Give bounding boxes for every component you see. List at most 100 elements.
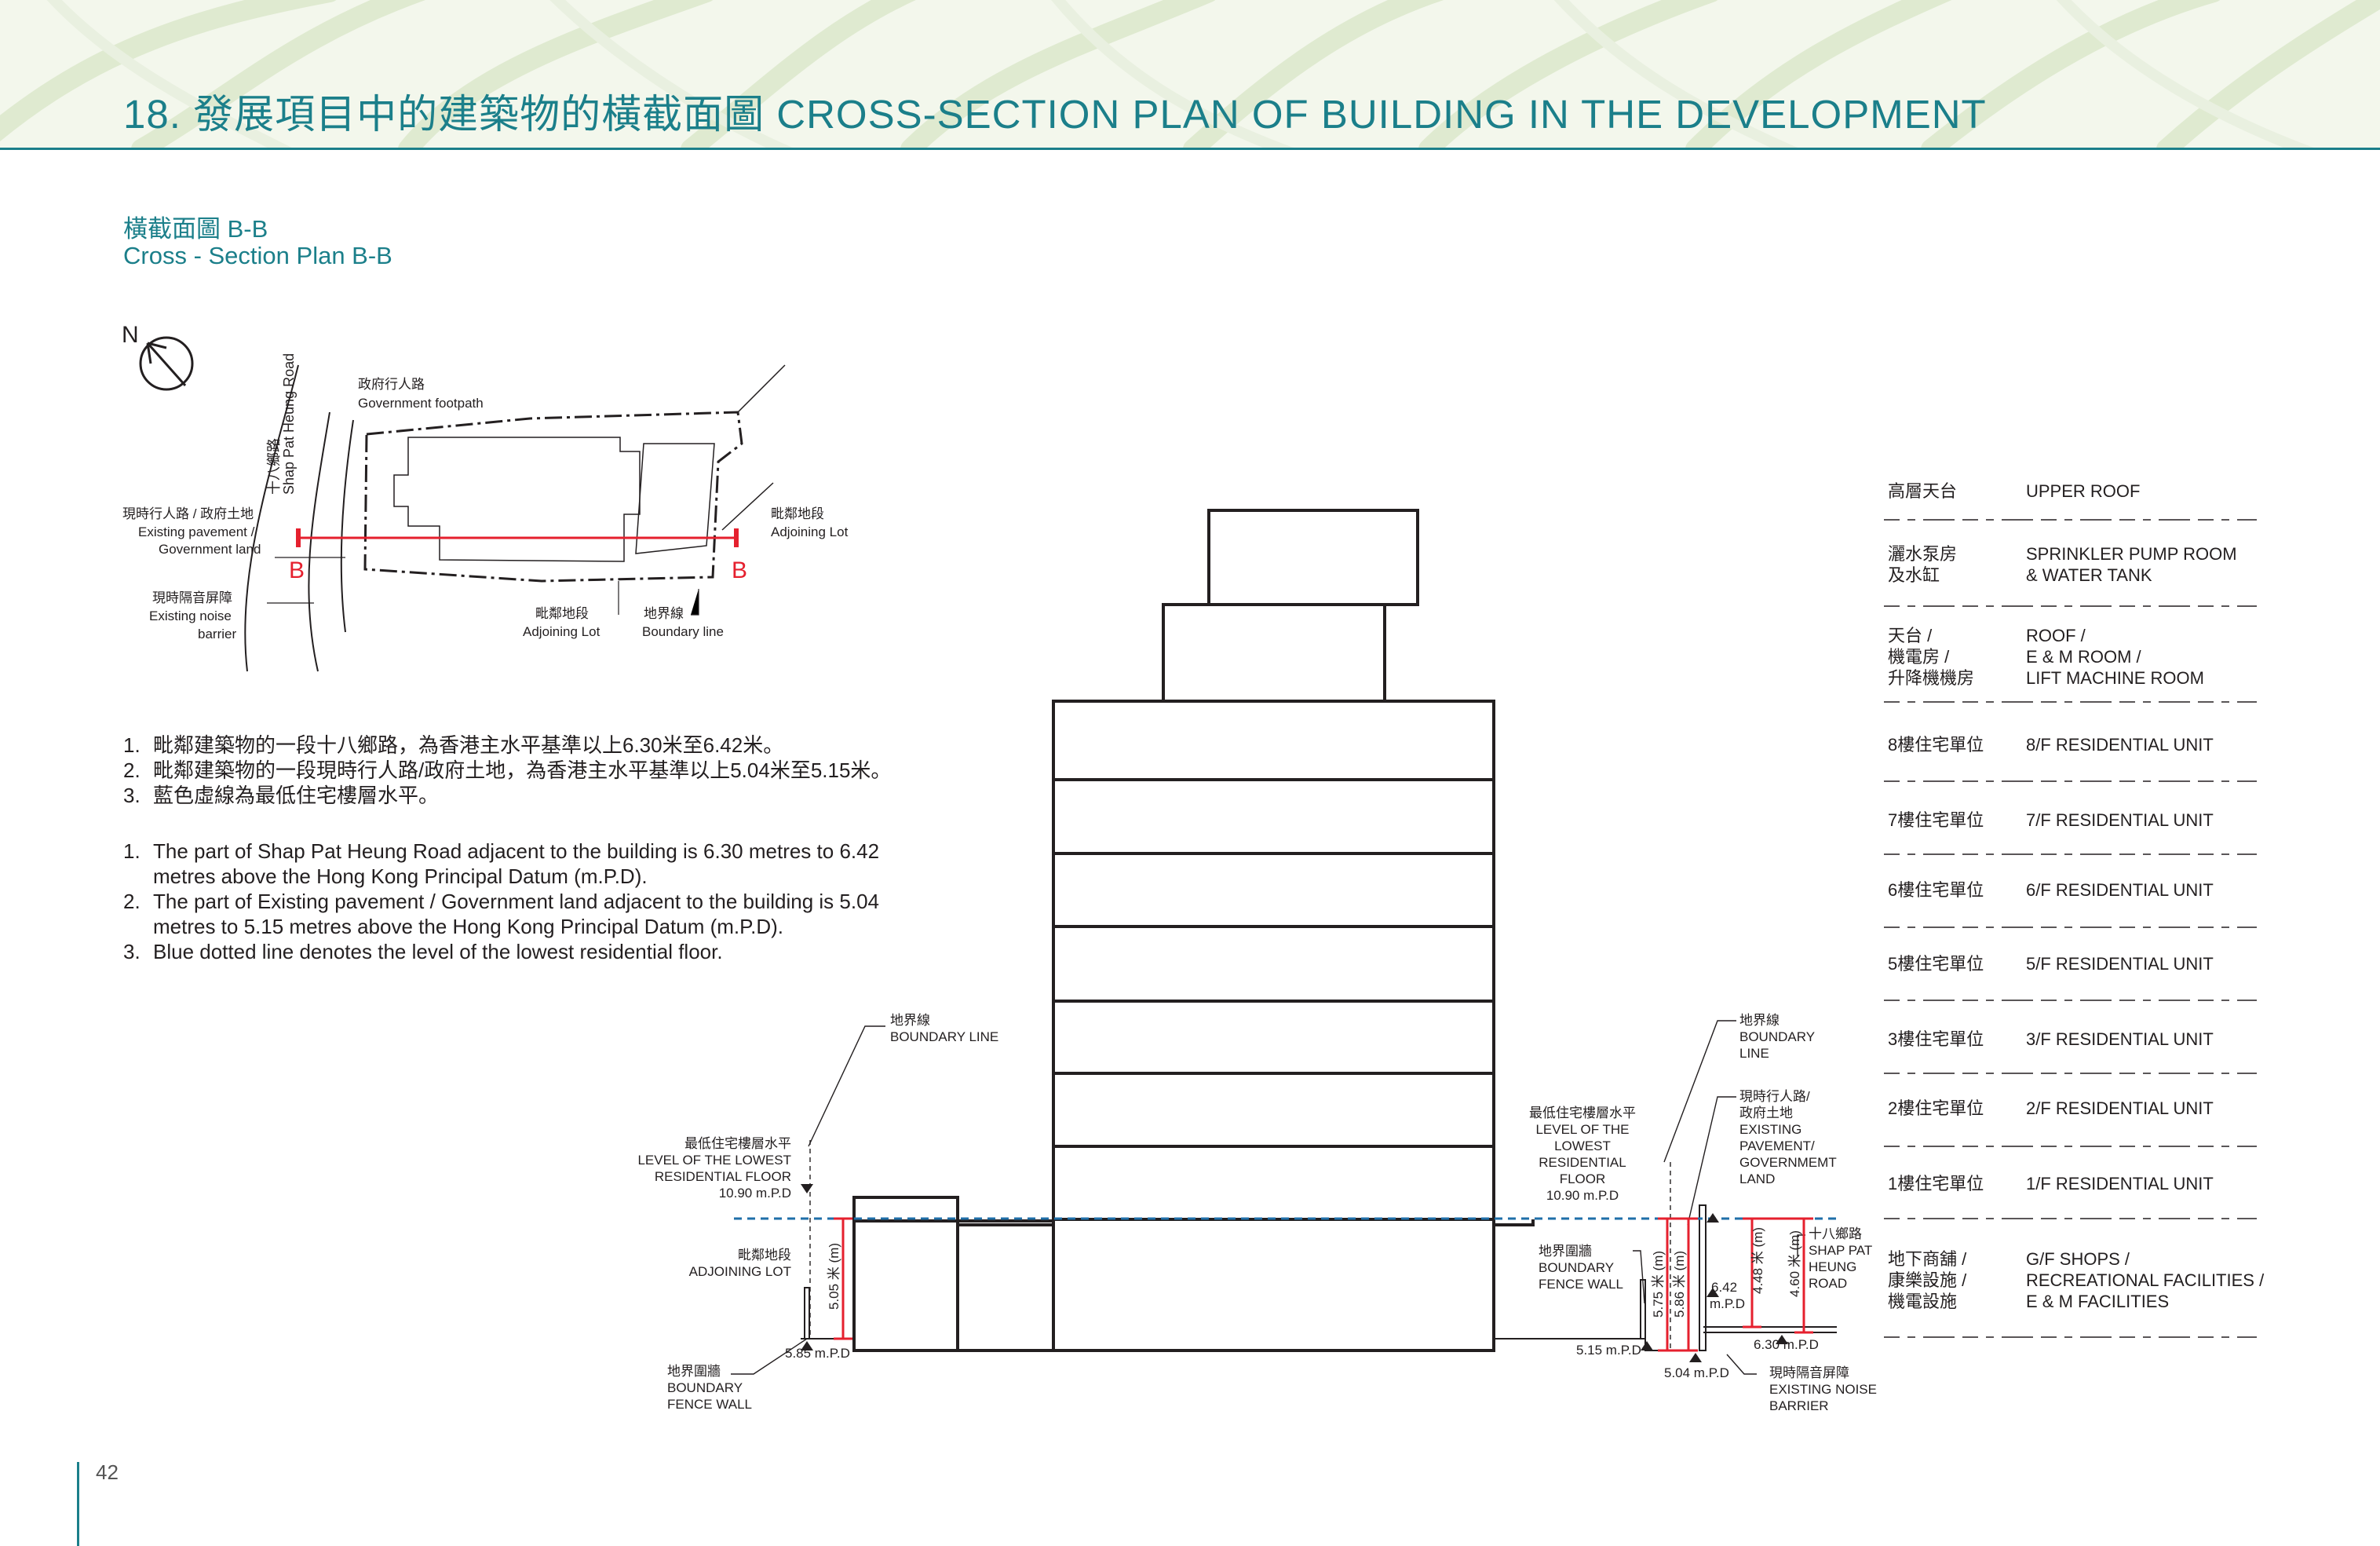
lowest-level-right-en2: LOWEST (1554, 1138, 1611, 1153)
notes-zh: 1.毗鄰建築物的一段十八鄉路，為香港主水平基準以上6.30米至6.42米。 2.… (123, 733, 971, 808)
floor-label-zh: 5樓住宅單位 (1888, 954, 1984, 974)
lowest-level-right-en3: RESIDENTIAL (1539, 1155, 1626, 1170)
boundary-right-en1: BOUNDARY (1739, 1029, 1816, 1044)
floor-label-en: 2/F RESIDENTIAL UNIT (2026, 1098, 2214, 1118)
page-number-rule (77, 1462, 79, 1546)
boundary-right-en2: LINE (1739, 1046, 1769, 1061)
boundary-line-left-en: BOUNDARY LINE (890, 1029, 999, 1044)
pavement-right-zh1: 現時行人路/ (1739, 1089, 1810, 1104)
floor-label-zh: 灑水泵房 (1888, 544, 1958, 564)
pavement-label-zh: 現時行人路 / 政府土地 (122, 506, 254, 521)
note-item: 3.Blue dotted line denotes the level of … (123, 940, 723, 963)
building-section (852, 509, 1535, 1352)
adjoining-lot-right-zh: 毗鄰地段 (771, 506, 824, 521)
note-item: metres to 5.15 metres above the Hong Kon… (153, 915, 784, 938)
adjoining-lot-zh: 毗鄰地段 (738, 1248, 791, 1263)
dimension-label: 5.86 米 (m) (1672, 1251, 1687, 1318)
noise-barrier-right-zh: 現時隔音屏障 (1769, 1365, 1849, 1380)
floor-label-zh: 機電房 / (1888, 647, 1950, 667)
floor-label-en: RECREATIONAL FACILITIES / (2026, 1270, 2265, 1290)
floor-label-en: E & M ROOM / (2026, 647, 2141, 667)
level-5-04: 5.04 m.P.D (1664, 1365, 1729, 1380)
note-item: 1.The part of Shap Pat Heung Road adjace… (123, 839, 880, 863)
section-mark-left: B (289, 557, 305, 583)
page-title: 18. 發展項目中的建築物的橫截面圖 CROSS-SECTION PLAN OF… (123, 92, 1987, 137)
page-number: 42 (96, 1460, 119, 1484)
floor-label-zh: 機電設施 (1888, 1292, 1958, 1311)
floor-label-en: LIFT MACHINE ROOM (2026, 668, 2204, 688)
floor-label-zh: 7樓住宅單位 (1888, 810, 1984, 830)
adjoining-lot-en: ADJOINING LOT (688, 1264, 791, 1279)
level-5-85: 5.85 m.P.D (785, 1346, 850, 1361)
note-item: 3.藍色虛線為最低住宅樓層水平。 (123, 784, 440, 807)
pavement-right-zh2: 政府土地 (1739, 1106, 1793, 1120)
pavement-label-en-1: Existing pavement / (138, 524, 255, 539)
level-6-42-unit: m.P.D (1710, 1296, 1746, 1311)
floor-label-en: 3/F RESIDENTIAL UNIT (2026, 1029, 2214, 1049)
floor-label-en: SPRINKLER PUMP ROOM (2026, 544, 2237, 564)
fence-right-en2: FENCE WALL (1539, 1277, 1624, 1292)
key-plan: N B B 十八鄉路 Shap Pat Heung Road (122, 322, 786, 672)
note-item: metres above the Hong Kong Principal Dat… (153, 864, 648, 888)
floor-label-zh: 康樂設施 / (1888, 1270, 1967, 1290)
boundary-right-zh: 地界線 (1739, 1013, 1780, 1028)
title-divider (0, 148, 2380, 150)
dimension-label: 4.60 米 (m) (1787, 1230, 1802, 1297)
floor-label-zh: 地下商舖 / (1888, 1249, 1967, 1269)
lowest-level-right-value: 10.90 m.P.D (1546, 1188, 1619, 1203)
pavement-right-en1: EXISTING (1739, 1122, 1802, 1137)
road-right-en3: ROAD (1809, 1276, 1848, 1291)
pavement-right-en4: LAND (1739, 1171, 1776, 1186)
lowest-level-left-value: 10.90 m.P.D (718, 1186, 791, 1201)
notes-en: 1.The part of Shap Pat Heung Road adjace… (123, 839, 971, 964)
leaf-pattern-banner (0, 0, 2380, 149)
floor-label-zh: 升降機機房 (1888, 668, 1975, 688)
noise-barrier-right-en1: EXISTING NOISE (1769, 1382, 1877, 1397)
dimension-label: 5.75 米 (m) (1651, 1251, 1666, 1318)
floor-label-en: E & M FACILITIES (2026, 1292, 2170, 1311)
lowest-level-right-en4: FLOOR (1559, 1171, 1606, 1186)
noise-barrier-label-zh: 現時隔音屏障 (152, 590, 232, 605)
floor-label-en: & WATER TANK (2026, 565, 2152, 585)
floor-label-en: 1/F RESIDENTIAL UNIT (2026, 1174, 2214, 1193)
level-5-15: 5.15 m.P.D (1576, 1343, 1641, 1358)
lowest-level-right-en1: LEVEL OF THE (1535, 1122, 1630, 1137)
lowest-level-right-zh: 最低住宅樓層水平 (1529, 1106, 1636, 1120)
adjoining-lot-bottom-zh: 毗鄰地段 (535, 606, 589, 621)
floor-label-zh: 高層天台 (1888, 481, 1958, 501)
boundary-line-en: Boundary line (642, 624, 724, 639)
fence-right-en1: BOUNDARY (1539, 1260, 1615, 1275)
note-item: 2.The part of Existing pavement / Govern… (123, 890, 879, 913)
floor-label-en: 5/F RESIDENTIAL UNIT (2026, 954, 2214, 974)
floor-label-zh: 1樓住宅單位 (1888, 1174, 1984, 1193)
noise-barrier-label-en-1: Existing noise (149, 609, 232, 623)
level-6-42: 6.42 (1711, 1280, 1738, 1295)
footpath-label-zh: 政府行人路 (358, 377, 425, 392)
boundary-line-left-zh: 地界線 (890, 1013, 930, 1028)
pavement-right-en3: GOVERNMEMT (1739, 1155, 1837, 1170)
note-item: 2.毗鄰建築物的一段現時行人路/政府土地，為香港主水平基準以上5.04米至5.1… (123, 758, 892, 782)
fence-left-en2: FENCE WALL (667, 1397, 753, 1412)
floor-label-zh: 及水缸 (1888, 565, 1940, 585)
floor-label-zh: 8樓住宅單位 (1888, 735, 1984, 755)
floor-legend-dividers (1884, 519, 2257, 1338)
pavement-label-en-2: Government land (159, 542, 261, 557)
boundary-line-zh: 地界線 (644, 606, 684, 621)
lowest-level-left-en1: LEVEL OF THE LOWEST (637, 1153, 791, 1168)
floor-label-en: 6/F RESIDENTIAL UNIT (2026, 880, 2214, 900)
section-title-en: Cross - Section Plan B-B (123, 242, 392, 269)
road-label-zh: 十八鄉路 (266, 438, 282, 495)
footpath-label-en: Government footpath (358, 396, 484, 411)
noise-barrier-label-en-2: barrier (198, 627, 237, 641)
floor-label-en: ROOF / (2026, 626, 2086, 645)
adjoining-lot-right-en: Adjoining Lot (771, 524, 849, 539)
floor-label-zh: 天台 / (1888, 626, 1933, 645)
north-arrow-icon (139, 336, 194, 391)
lowest-level-left-en2: RESIDENTIAL FLOOR (654, 1169, 791, 1184)
dimension-lines (834, 1217, 1813, 1352)
level-6-30: 6.30 m.P.D (1754, 1337, 1819, 1352)
floor-label-zh: 6樓住宅單位 (1888, 880, 1984, 900)
noise-barrier-right-en2: BARRIER (1769, 1398, 1829, 1413)
section-mark-right: B (732, 557, 747, 583)
